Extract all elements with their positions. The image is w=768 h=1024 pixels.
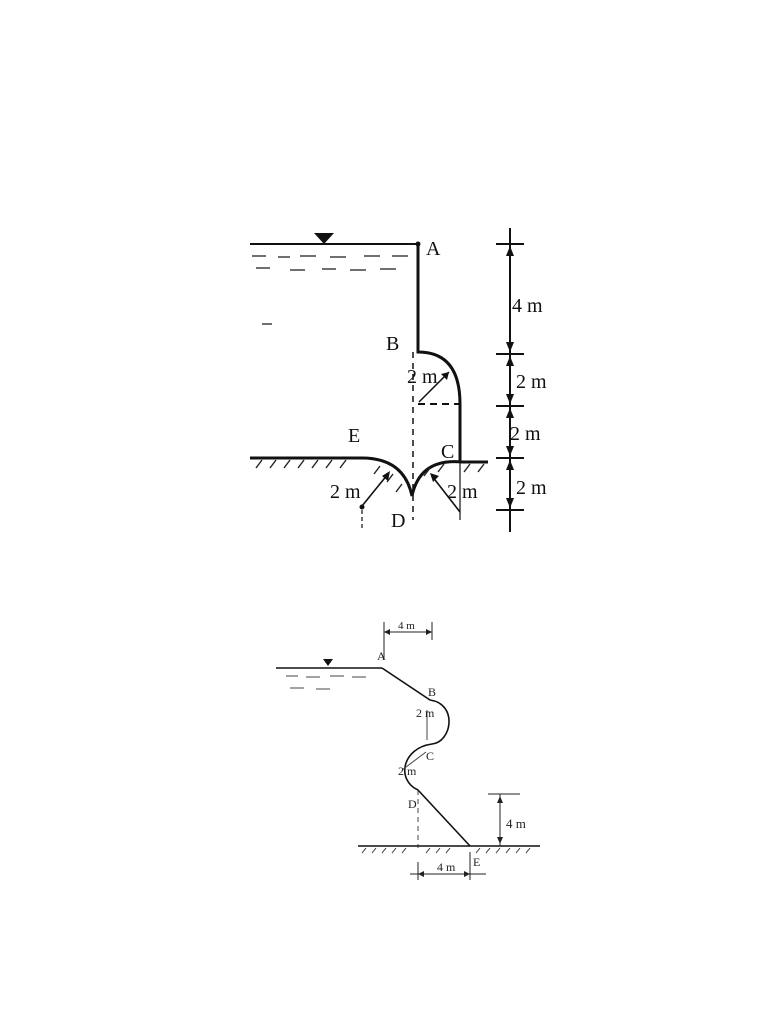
fig2-point-c-label: C [426, 749, 434, 763]
point-a-label: A [426, 238, 441, 260]
dim-arrow-icon [506, 446, 514, 456]
fig2-point-a-label: A [377, 649, 386, 663]
gate-profile [381, 667, 471, 847]
water-level-triangle-icon [314, 233, 334, 244]
point-a-marker [415, 241, 421, 247]
fig2-upper-radius-label: 2 m [416, 706, 435, 720]
left-trough-center [359, 504, 365, 510]
top-dimension: 4 m [383, 620, 433, 660]
wall-profile [416, 244, 462, 462]
vertical-dimension [496, 228, 524, 532]
figure-2: 4 m [276, 620, 540, 880]
left-trough-arrow-icon [382, 471, 390, 481]
dim-label-4m: 4 m [512, 295, 543, 317]
figure-1: A B C D E 2 m 2 m 2 m 4 m 2 m 2 m 2 m [250, 228, 547, 532]
fig2-point-b-label: B [428, 685, 436, 699]
right-trough-radius-line [431, 475, 461, 513]
bottom-dim-label: 4 m [437, 860, 456, 874]
ground-hatching-2 [361, 847, 531, 854]
water-level-triangle-icon [323, 659, 333, 666]
right-trough-radius-label: 2 m [447, 481, 478, 503]
right-trough-arrow-icon [430, 473, 439, 482]
bulge-radius-label: 2 m [407, 366, 438, 388]
ground-hatching [255, 459, 485, 493]
dim-arrow-icon [506, 342, 514, 352]
fig2-point-d-label: D [408, 797, 417, 811]
dim-arrow-icon [506, 246, 514, 256]
fig2-lower-radius-label: 2 m [398, 764, 417, 778]
dim-arrow-icon [506, 460, 514, 470]
dim-arrow-icon [506, 498, 514, 508]
lower-radius-line [401, 751, 427, 771]
fig2-point-e-label: E [473, 855, 480, 869]
bulge-arrow-icon [441, 372, 449, 380]
left-trough-radius-line [361, 473, 389, 507]
water-surface-2 [276, 659, 382, 690]
point-b-label: B [386, 333, 399, 355]
dim-arrow-icon [506, 408, 514, 418]
dim-label-2m: 2 m [510, 423, 541, 445]
bottom-dimension: 4 m [410, 852, 486, 880]
right-dim-label: 4 m [506, 816, 526, 831]
point-c-label: C [441, 441, 454, 463]
ground-profile [250, 456, 488, 497]
dim-arrow-icon [506, 394, 514, 404]
dim-label-2m: 2 m [516, 371, 547, 393]
top-dim-label: 4 m [398, 620, 415, 632]
right-dimension: 4 m [488, 793, 526, 846]
water-hatching [252, 255, 408, 325]
dim-arrow-icon [506, 356, 514, 366]
point-e-label: E [348, 425, 360, 447]
point-d-label: D [391, 510, 405, 532]
left-trough-radius-label: 2 m [330, 481, 361, 503]
dim-label-2m: 2 m [516, 477, 547, 499]
water-surface [250, 233, 420, 325]
